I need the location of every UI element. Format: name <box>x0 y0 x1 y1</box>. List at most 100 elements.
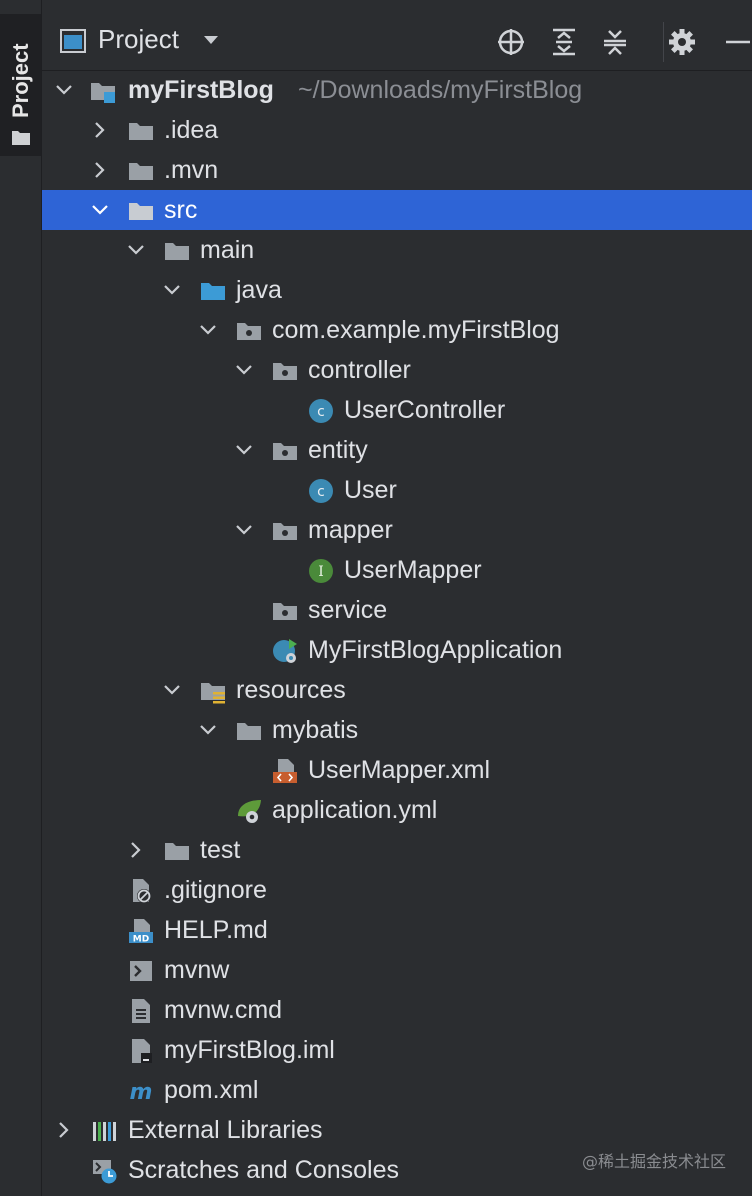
project-view-title[interactable]: Project <box>98 24 179 54</box>
tree-item-label: myFirstBlog <box>128 76 274 104</box>
crosshair-icon <box>498 29 524 55</box>
tree-row-iml[interactable]: myFirstBlog.iml <box>42 1030 752 1070</box>
tree-row-help-md[interactable]: MD HELP.md <box>42 910 752 950</box>
expand-all-button[interactable] <box>548 26 580 58</box>
tree-row-gitignore[interactable]: .gitignore <box>42 870 752 910</box>
tree-item-label: External Libraries <box>128 1116 323 1144</box>
xml-file-icon <box>273 759 297 783</box>
java-interface-icon: I <box>309 559 333 583</box>
chevron-down-icon[interactable] <box>162 680 182 700</box>
tree-item-label: HELP.md <box>164 916 268 944</box>
tree-row-controller[interactable]: controller <box>42 350 752 390</box>
tree-row-application-class[interactable]: MyFirstBlogApplication <box>42 630 752 670</box>
locate-file-button[interactable] <box>495 26 527 58</box>
folder-icon <box>237 723 261 740</box>
tree-row-test[interactable]: test <box>42 830 752 870</box>
chevron-down-icon[interactable] <box>234 360 254 380</box>
folder-icon <box>129 123 153 140</box>
tree-row-src[interactable]: src <box>42 190 752 230</box>
tree-item-label: mapper <box>308 516 393 544</box>
markdown-file-icon: MD <box>129 919 153 945</box>
package-icon <box>273 363 297 380</box>
tree-row-pom[interactable]: m pom.xml <box>42 1070 752 1110</box>
chevron-down-icon[interactable] <box>126 240 146 260</box>
tree-item-label: pom.xml <box>164 1076 259 1104</box>
tree-item-label: application.yml <box>272 796 438 824</box>
chevron-right-icon[interactable] <box>90 160 110 180</box>
module-file-icon <box>132 1039 152 1063</box>
tree-row-service[interactable]: service <box>42 590 752 630</box>
tree-row-idea[interactable]: .idea <box>42 110 752 150</box>
library-icon <box>93 1122 116 1141</box>
project-view-icon[interactable] <box>60 29 86 53</box>
tree-row-resources[interactable]: resources <box>42 670 752 710</box>
tool-window-strip: Project <box>0 0 42 1196</box>
project-tool-tab[interactable]: Project <box>0 14 41 156</box>
tree-item-label: .idea <box>164 116 219 144</box>
tree-row-application-yml[interactable]: application.yml <box>42 790 752 830</box>
tree-item-label: main <box>200 236 255 264</box>
tree-item-label: resources <box>236 676 346 704</box>
gear-icon <box>669 29 695 55</box>
chevron-down-icon[interactable] <box>234 440 254 460</box>
tree-row-main[interactable]: main <box>42 230 752 270</box>
tree-row-package-root[interactable]: com.example.myFirstBlog <box>42 310 752 350</box>
scratches-icon <box>93 1160 117 1184</box>
tree-row-usercontroller[interactable]: c UserController <box>42 390 752 430</box>
text-file-icon <box>132 999 150 1023</box>
tree-row-usermapper[interactable]: I UserMapper <box>42 550 752 590</box>
tree-item-label: src <box>164 196 198 224</box>
svg-text:c: c <box>317 404 325 420</box>
java-class-icon: c <box>309 399 333 423</box>
tree-item-label: mvnw <box>164 956 230 984</box>
tree-item-path: ~/Downloads/myFirstBlog <box>298 76 583 104</box>
chevron-right-icon[interactable] <box>126 840 146 860</box>
svg-text:MD: MD <box>133 935 149 945</box>
chevron-down-icon[interactable] <box>90 200 110 220</box>
package-icon <box>237 323 261 340</box>
collapse-all-button[interactable] <box>599 26 631 58</box>
chevron-right-icon[interactable] <box>90 120 110 140</box>
chevron-down-icon[interactable] <box>54 80 74 100</box>
tree-row-scratches[interactable]: Scratches and Consoles <box>42 1150 752 1190</box>
chevron-down-icon[interactable] <box>234 520 254 540</box>
tree-item-label: com.example.myFirstBlog <box>272 316 560 344</box>
chevron-right-icon[interactable] <box>54 1120 74 1140</box>
tree-row-usermapper-xml[interactable]: UserMapper.xml <box>42 750 752 790</box>
tree-item-label: test <box>200 836 241 864</box>
tree-row-mybatis[interactable]: mybatis <box>42 710 752 750</box>
tree-row-root[interactable]: myFirstBlog ~/Downloads/myFirstBlog <box>42 70 752 110</box>
project-header: Project <box>42 12 752 71</box>
header-separator <box>663 22 664 62</box>
tree-item-label: mybatis <box>272 716 359 744</box>
tree-row-entity[interactable]: entity <box>42 430 752 470</box>
ignore-file-icon <box>133 879 151 903</box>
chevron-down-icon[interactable] <box>162 280 182 300</box>
tree-item-label: entity <box>308 436 368 464</box>
package-icon <box>273 443 297 460</box>
tree-item-label: Scratches and Consoles <box>128 1156 399 1184</box>
spring-boot-class-icon <box>273 639 297 663</box>
tree-row-external-libraries[interactable]: External Libraries <box>42 1110 752 1150</box>
folder-icon <box>129 163 153 180</box>
tree-row-mvn[interactable]: .mvn <box>42 150 752 190</box>
tree-row-user[interactable]: c User <box>42 470 752 510</box>
chevron-down-icon[interactable] <box>202 34 220 46</box>
folder-icon <box>165 843 189 860</box>
tree-row-mapper[interactable]: mapper <box>42 510 752 550</box>
chevron-down-icon[interactable] <box>198 720 218 740</box>
tree-row-mvnw[interactable]: mvnw <box>42 950 752 990</box>
module-folder-icon <box>91 83 115 103</box>
settings-button[interactable] <box>666 26 698 58</box>
shell-script-icon <box>130 961 152 981</box>
tree-item-label: service <box>308 596 388 624</box>
tree-row-mvnw-cmd[interactable]: mvnw.cmd <box>42 990 752 1030</box>
tree-item-label: java <box>236 276 282 304</box>
package-icon <box>273 523 297 540</box>
minimize-icon <box>726 40 750 44</box>
chevron-down-icon[interactable] <box>198 320 218 340</box>
tree-row-java[interactable]: java <box>42 270 752 310</box>
tree-item-label: UserController <box>344 396 506 424</box>
spring-config-icon <box>238 800 261 823</box>
hide-button[interactable] <box>722 26 752 58</box>
